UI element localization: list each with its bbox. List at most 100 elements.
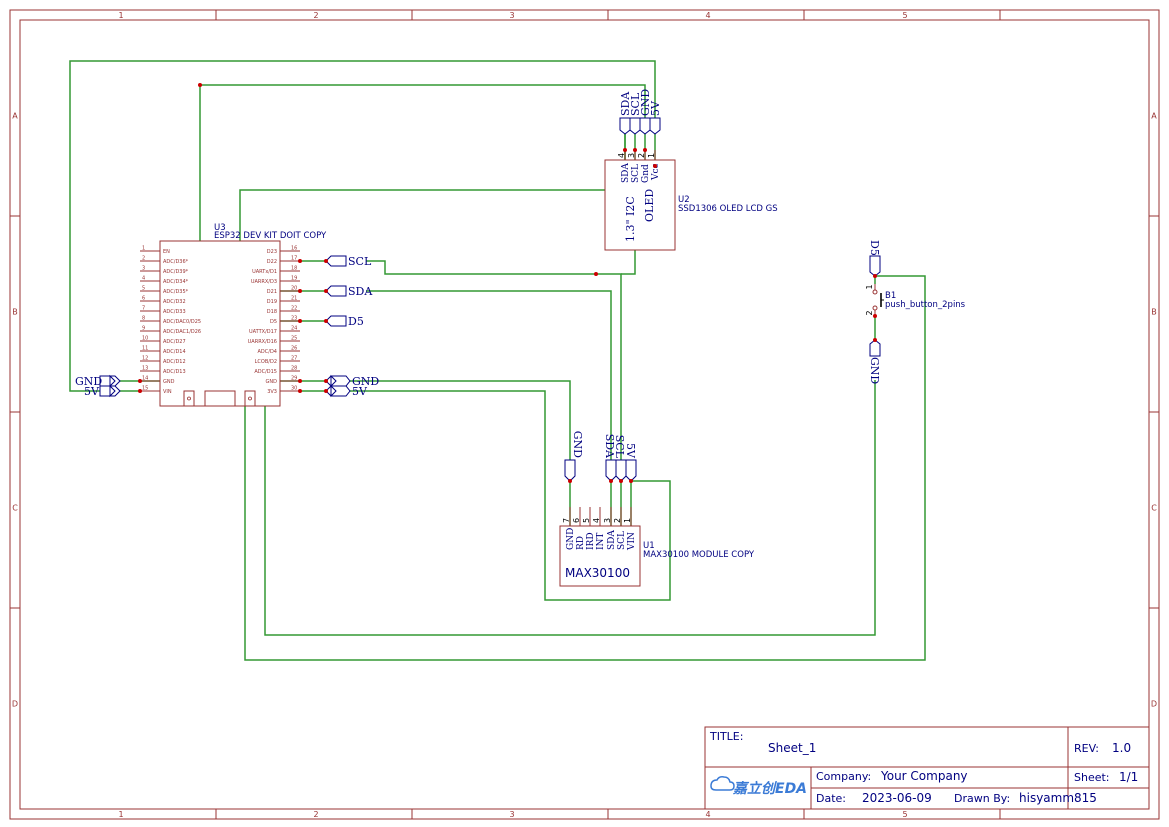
- wire-scl-bus[interactable]: [366, 260, 622, 472]
- wire-esp-d5-loop[interactable]: [244, 275, 926, 661]
- esp32-module[interactable]: U3 ESP32 DEV KIT DOIT COPY 1EN2ADC/D36*3…: [140, 223, 327, 407]
- max30100-pin-name: IRD: [586, 532, 596, 550]
- rev-label: REV:: [1074, 742, 1099, 755]
- esp32-pin-number: 29: [291, 376, 297, 382]
- column-label-3: 3: [509, 11, 514, 20]
- esp32-pin-number: 24: [291, 326, 297, 332]
- oled-part-name: SSD1306 OLED LCD GS: [678, 204, 778, 214]
- max30100-pin-number: 5: [582, 518, 591, 523]
- esp32-pin-name: EN: [163, 249, 170, 255]
- esp32-pin-name: VIN: [163, 389, 172, 395]
- wire-gnd-bus[interactable]: [350, 380, 571, 472]
- oled-label-i2c: 1.3" I2C: [624, 196, 637, 242]
- wire-5v-bus[interactable]: [350, 390, 671, 601]
- net-flag-sda-esp[interactable]: SDA: [325, 285, 373, 298]
- oled-label: OLED: [643, 189, 656, 222]
- junction-dot: [619, 479, 623, 483]
- logo-text: 嘉立创EDA: [732, 780, 807, 797]
- button-ref: B1: [885, 291, 896, 301]
- net-flag-sda-oled[interactable]: SDA: [619, 91, 632, 135]
- svg-text:5V: 5V: [352, 385, 368, 398]
- svg-text:SDA: SDA: [348, 285, 373, 298]
- company-value: Your Company: [880, 769, 968, 783]
- max30100-pin-number: 3: [603, 518, 612, 523]
- svg-text:GND: GND: [868, 357, 881, 384]
- oled-pin-name: Vcc: [651, 163, 661, 181]
- svg-text:GND: GND: [75, 375, 102, 388]
- esp32-pin-name: UARRX/D3: [251, 279, 277, 285]
- esp32-usb-right: [244, 390, 256, 407]
- net-flag-scl-max[interactable]: SCL: [613, 435, 627, 482]
- date-label: Date:: [816, 792, 846, 805]
- junction-dot: [324, 379, 328, 383]
- net-flag-5v-max[interactable]: 5V: [624, 443, 637, 482]
- esp32-pin-name: LCOB/D2: [255, 359, 277, 365]
- junction-dot: [324, 319, 328, 323]
- max30100-label: MAX30100: [565, 566, 630, 580]
- max30100-body: [559, 525, 641, 587]
- wire-oled-sda[interactable]: [239, 134, 626, 292]
- junction-dot: [629, 479, 633, 483]
- esp32-pin-name: ADC/D13: [163, 369, 186, 375]
- max30100-pin-name: SDA: [607, 530, 617, 550]
- esp32-pin-number: 21: [291, 296, 297, 302]
- oled-pin-number: 1: [647, 153, 656, 158]
- row-label-a: A: [12, 112, 18, 121]
- net-flag-5v-esp-left[interactable]: 5V: [84, 384, 121, 398]
- svg-text:GND: GND: [639, 89, 652, 116]
- esp32-pin-name: D23: [267, 249, 277, 255]
- net-flag-5v-oled[interactable]: 5V: [649, 100, 662, 135]
- net-flag-gnd-esp-left[interactable]: GND: [75, 374, 121, 388]
- svg-text:GND: GND: [571, 431, 584, 458]
- oled-ref: U2: [678, 195, 690, 205]
- junction-dot: [633, 148, 637, 152]
- esp32-pin-number: 18: [291, 266, 297, 272]
- wire-5v-top-loop[interactable]: [69, 60, 656, 392]
- esp32-body: [159, 240, 281, 407]
- esp32-pin-number: 9: [142, 326, 145, 332]
- net-flag-gnd-max[interactable]: GND: [564, 431, 584, 482]
- esp32-right-pins: 16D2317D2218UARTx/D119UARRX/D320D2121D19…: [248, 246, 300, 395]
- date-value: 2023-06-09: [862, 791, 932, 805]
- wire-gnd-top[interactable]: [200, 84, 646, 118]
- title-label: TITLE:: [709, 730, 743, 743]
- esp32-pin-name: ADC/D32: [163, 299, 186, 305]
- rev-value: 1.0: [1112, 741, 1131, 755]
- column-label-3-bottom: 3: [509, 810, 514, 819]
- esp32-pin-number: 30: [291, 386, 297, 392]
- net-flag-scl-esp[interactable]: SCL: [325, 255, 372, 268]
- net-flag-d5-esp[interactable]: D5: [325, 315, 364, 328]
- esp32-pin-name: ADC/D34*: [163, 279, 189, 285]
- esp32-pin-number: 27: [291, 356, 297, 362]
- esp32-pin-number: 5: [142, 286, 145, 292]
- oled-pin-name: SDA: [621, 163, 631, 183]
- junctions: [138, 83, 877, 483]
- esp32-pin-name: D18: [267, 309, 277, 315]
- esp32-pin-name: UARRX/D16: [248, 339, 277, 345]
- net-flag-gnd-button[interactable]: GND: [868, 339, 881, 384]
- net-flag-sda-max[interactable]: SDA: [603, 434, 617, 482]
- esp32-pin-name: UARTx/D1: [252, 269, 277, 275]
- net-flag-scl-oled[interactable]: SCL: [629, 92, 642, 135]
- oled-module[interactable]: U2 SSD1306 OLED LCD GS OLED 1.3" I2C 4SD…: [604, 150, 778, 251]
- net-flag-d5-button[interactable]: D5: [868, 240, 881, 277]
- sheet-value: 1/1: [1119, 770, 1138, 784]
- column-label-1-bottom: 1: [118, 810, 123, 819]
- push-button[interactable]: 1 2 B1 push_button_2pins: [865, 284, 966, 316]
- junction-dot: [298, 389, 302, 393]
- junction-dot: [609, 479, 613, 483]
- junction-dot: [324, 389, 328, 393]
- esp32-pin-name: ADC/D14: [163, 349, 186, 355]
- junction-dot: [324, 289, 328, 293]
- net-flag-5v-esp-right[interactable]: 5V: [325, 384, 368, 398]
- net-flag-gnd-oled[interactable]: GND: [639, 89, 652, 135]
- svg-text:SCL: SCL: [348, 255, 372, 268]
- row-label-c-right: C: [1151, 504, 1157, 513]
- svg-text:D5: D5: [348, 315, 364, 328]
- wire-sda-bus[interactable]: [366, 290, 612, 472]
- column-label-2: 2: [313, 11, 318, 20]
- svg-text:5V: 5V: [624, 443, 637, 459]
- max30100-pin-name: RD: [576, 536, 586, 550]
- max30100-module[interactable]: U1 MAX30100 MODULE COPY MAX30100 7GND6RD…: [559, 507, 755, 587]
- esp32-pin-number: 14: [142, 376, 148, 382]
